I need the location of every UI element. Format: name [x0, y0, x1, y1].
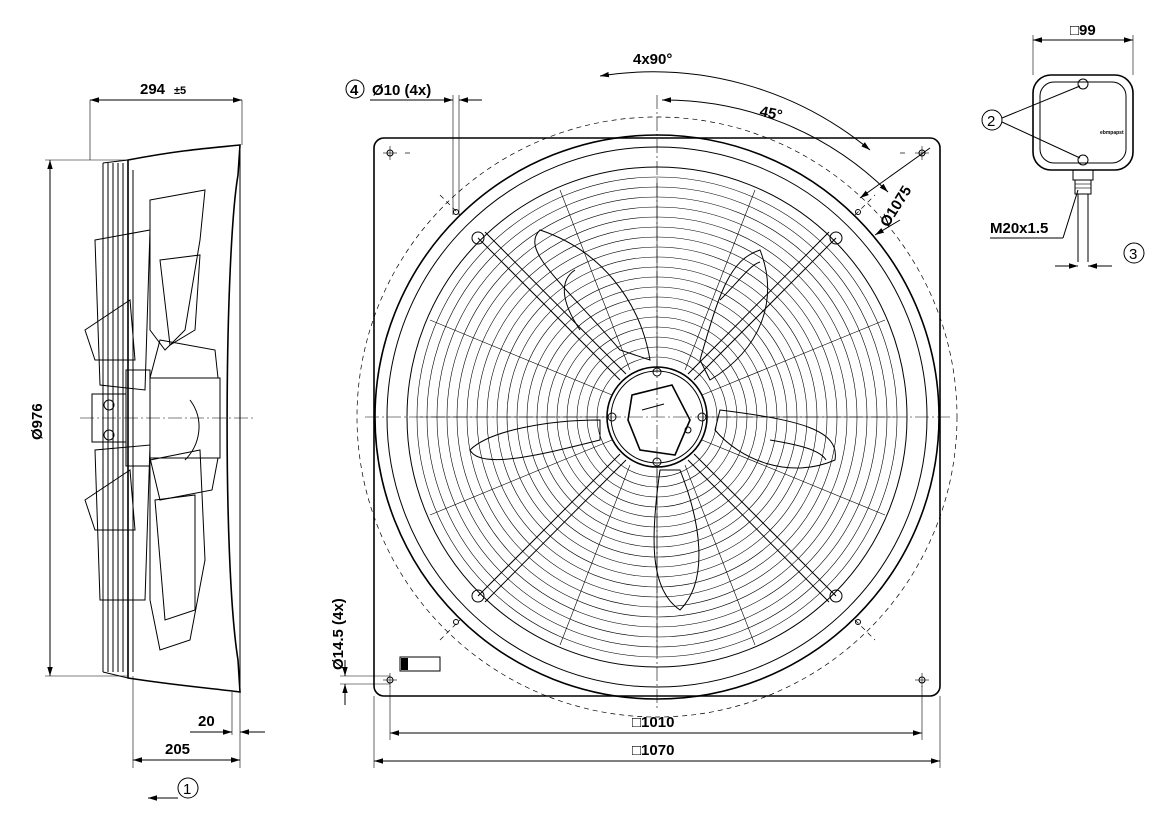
dim-hole-14-5-text: Ø14.5 (4x) [330, 598, 347, 670]
rating-plate-mark [401, 658, 408, 670]
rating-plate [399, 656, 441, 672]
dim-1070: □1070 [373, 696, 941, 768]
dim-20-text: 20 [198, 713, 215, 730]
dim-99-text: □99 [1070, 22, 1096, 39]
brand-logo: ebmpapst [1100, 130, 1124, 136]
dim-hole-10-text: Ø10 (4x) [372, 82, 431, 99]
dim-hole-14-5: Ø14.5 (4x) [330, 598, 390, 705]
dim-976: Ø976 [29, 159, 128, 677]
side-guard [102, 159, 129, 679]
dim-205: 205 [132, 676, 241, 768]
corner-holes [383, 146, 929, 687]
terminal-box-view: ebmpapst □99 2 M20x1.5 [981, 22, 1145, 269]
dim-1010: □1010 [389, 686, 923, 740]
dim-1075: Ø1075 [859, 147, 931, 236]
dim-45-text: 45° [758, 103, 784, 124]
dim-thread: M20x1.5 [990, 189, 1079, 239]
dim-hole-10: 4 Ø10 (4x) [345, 79, 482, 215]
dim-1070-text: □1070 [632, 742, 674, 759]
dim-294: 294 ±5 [89, 81, 243, 160]
dim-thread-text: M20x1.5 [990, 220, 1048, 237]
side-view: 294 ±5 Ø976 205 20 1 [29, 81, 265, 801]
front-view: 4x90° 45° Ø1075 4 Ø10 (4x) Ø14.5 (4x) [330, 51, 958, 768]
dim-205-text: 205 [165, 741, 190, 758]
callout-3: 3 [1055, 242, 1145, 269]
dim-45: 45° [661, 97, 889, 193]
callout-1: 1 [148, 777, 199, 801]
callout-1-text: 1 [183, 781, 191, 798]
guard-spokes [420, 180, 895, 655]
dim-1075-text: Ø1075 [877, 183, 915, 230]
fan-blades [469, 229, 836, 611]
callout-2: 2 [981, 85, 1081, 159]
callout-3-text: 3 [1129, 246, 1137, 263]
callout-2-text: 2 [987, 113, 995, 130]
dim-294-tol: ±5 [174, 85, 186, 97]
callout-4-text: 4 [350, 82, 359, 99]
dim-1010-text: □1010 [632, 714, 674, 731]
dim-976-text: Ø976 [29, 403, 46, 440]
dim-99: □99 [1032, 22, 1134, 75]
dim-294-text: 294 [140, 81, 166, 98]
dim-20: 20 [190, 692, 265, 735]
dim-4x90-text: 4x90° [633, 51, 672, 68]
